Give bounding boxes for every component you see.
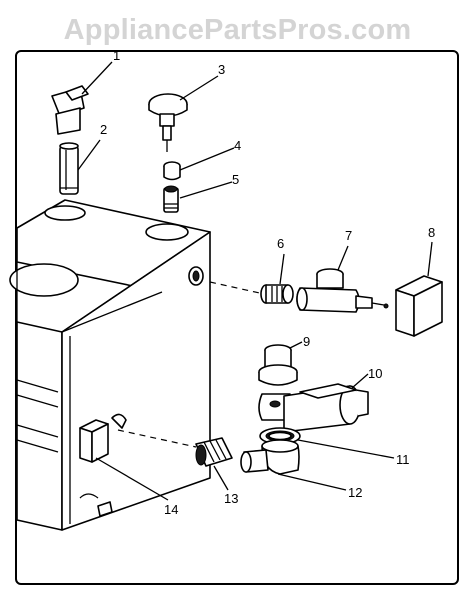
callout-13: 13 xyxy=(224,491,238,506)
part-10-circulator-pump xyxy=(258,383,369,433)
callout-12: 12 xyxy=(348,485,362,500)
callout-3: 3 xyxy=(218,62,225,77)
part-3-relief-valve-knob xyxy=(148,93,188,152)
callout-8: 8 xyxy=(428,225,435,240)
part-13-threaded-nipple xyxy=(195,437,233,467)
part-4-bushing xyxy=(163,161,181,181)
callout-10: 10 xyxy=(368,366,382,381)
callout-2: 2 xyxy=(100,122,107,137)
callout-6: 6 xyxy=(277,236,284,251)
part-2-pipe-nipple xyxy=(59,142,79,195)
assembly-line-upper xyxy=(209,281,265,295)
part-6-threaded-nipple xyxy=(260,284,294,304)
part-1-cap xyxy=(51,85,89,135)
callout-9: 9 xyxy=(303,334,310,349)
part-14-control-switch xyxy=(79,419,109,463)
diagram-frame xyxy=(15,50,459,585)
part-7-tee-fitting xyxy=(296,268,389,313)
heater-cabinet xyxy=(9,199,211,531)
part-5-threaded-nipple xyxy=(163,185,179,213)
watermark: AppliancePartsPros.com xyxy=(63,14,412,46)
callout-4: 4 xyxy=(234,138,241,153)
callout-5: 5 xyxy=(232,172,239,187)
part-9-pump-flange xyxy=(258,344,298,386)
part-8-control-box xyxy=(395,275,443,337)
part-12-elbow-fitting xyxy=(240,439,300,475)
assembly-line-lower xyxy=(117,429,197,448)
callout-1: 1 xyxy=(113,48,120,63)
callout-14: 14 xyxy=(164,502,178,517)
callout-11: 11 xyxy=(396,452,410,467)
callout-7: 7 xyxy=(345,228,352,243)
